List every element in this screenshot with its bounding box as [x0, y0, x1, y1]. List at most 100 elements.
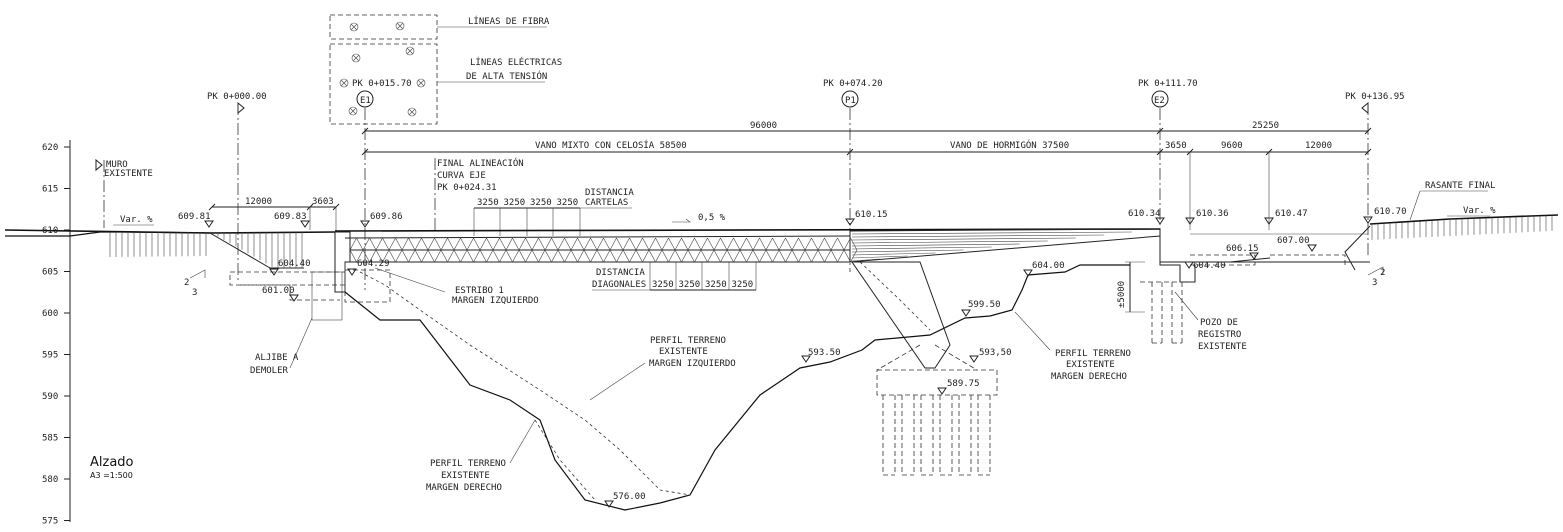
label-slope-right-b: 3 — [1372, 278, 1377, 288]
dimension-lines: 96000 25250 VANO MIXTO CON CELOSÍA 58500… — [208, 121, 1372, 312]
dim-concrete-span: VANO DE HORMIGÓN 37500 — [950, 139, 1069, 151]
level-59350a: 593.50 — [808, 348, 841, 358]
station-e1: PK 0+015.70 — [352, 79, 412, 89]
axis-tick-label: 580 — [42, 475, 58, 485]
dim-9600: 9600 — [1221, 141, 1243, 151]
level-57600: 576.00 — [613, 492, 646, 502]
label-diagonales-1: DISTANCIA — [596, 268, 645, 278]
view-scale: A3 =1:500 — [90, 471, 133, 480]
utility-legend: LÍNEAS DE FIBRA LÍNEAS ELÉCTRICAS DE ALT… — [329, 14, 562, 125]
label-perfil-izq-2: EXISTENTE — [659, 347, 708, 357]
legend-fibra: LÍNEAS DE FIBRA — [468, 15, 550, 27]
label-muro-2: EXISTENTE — [104, 169, 153, 179]
station-markers: PK 0+000.00 PK 0+015.70 E1 PK 0+074.20 P… — [95, 79, 1405, 290]
label-pozo-3: EXISTENTE — [1198, 342, 1247, 352]
axis-tick-label: 590 — [42, 392, 58, 402]
support-p1: P1 — [845, 96, 856, 106]
axis-tick-label: 615 — [42, 185, 58, 195]
axis-tick-label: 600 — [42, 309, 58, 319]
legend-electricas-1: LÍNEAS ELÉCTRICAS — [470, 56, 562, 68]
level-58975: 589.75 — [947, 379, 980, 389]
legend-electricas-2: DE ALTA TENSIÓN — [466, 70, 547, 82]
level-61036: 610.36 — [1196, 209, 1229, 219]
label-slope-left-b: 3 — [192, 288, 197, 298]
abutment-e1 — [334, 231, 351, 293]
dim-3650: 3650 — [1165, 141, 1187, 151]
label-pozo-1: POZO DE — [1200, 318, 1238, 328]
level-60700: 607.00 — [1277, 236, 1310, 246]
dim-3603: 3603 — [312, 197, 334, 207]
label-perfil-izq-1: PERFIL TERRENO — [650, 336, 726, 346]
axis-tick-label: 595 — [42, 351, 58, 361]
label-perfil-der-right-3: MARGEN DERECHO — [1051, 372, 1127, 382]
label-slope-right-a: 2 — [1380, 268, 1385, 278]
station-end: PK 0+136.95 — [1345, 92, 1405, 102]
dim-mixed-span: VANO MIXTO CON CELOSÍA 58500 — [535, 139, 687, 151]
station-pk0: PK 0+000.00 — [207, 92, 267, 102]
support-e2: E2 — [1154, 96, 1165, 106]
dim-end-span: 25250 — [1252, 121, 1279, 131]
dim-cartela: 3250 — [557, 198, 579, 208]
label-muro-1: MURO — [106, 160, 128, 170]
level-61034: 610.34 — [1128, 209, 1161, 219]
view-title: Alzado — [90, 455, 134, 470]
label-estribo-1: ESTRIBO 1 — [455, 286, 504, 296]
abutment-e2 — [1125, 236, 1196, 344]
axis-tick-label: 605 — [42, 268, 58, 278]
label-pozo-2: REGISTRO — [1198, 330, 1241, 340]
dim-diagonal: 3250 — [732, 280, 754, 290]
level-60440r: 604.40 — [1193, 261, 1226, 271]
dim-5000: ±5000 — [1117, 281, 1127, 308]
label-cartelas-2: CARTELAS — [585, 198, 628, 208]
level-60986: 609.86 — [370, 212, 403, 222]
label-perfil-der-mid-3: MARGEN DERECHO — [426, 483, 502, 493]
dim-diagonal: 3250 — [705, 280, 727, 290]
dim-cartela: 3250 — [477, 198, 499, 208]
dim-cartela: 3250 — [530, 198, 552, 208]
ground-profiles — [344, 257, 1271, 511]
dim-12000-right: 12000 — [1305, 141, 1332, 151]
pier-p1 — [851, 261, 998, 476]
label-perfil-der-right-1: PERFIL TERRENO — [1055, 349, 1131, 359]
label-diagonales-2: DIAGONALES — [592, 280, 646, 290]
label-final-3: PK 0+024.31 — [437, 183, 497, 193]
label-perfil-der-mid-2: EXISTENTE — [441, 471, 490, 481]
level-61047: 610.47 — [1275, 209, 1308, 219]
level-60440: 604.40 — [278, 259, 311, 269]
axis-tick-label: 575 — [42, 517, 58, 527]
axis-tick-label: 620 — [42, 143, 58, 153]
label-perfil-der-mid-1: PERFIL TERRENO — [430, 459, 506, 469]
level-60100: 601.00 — [262, 286, 295, 296]
annotations: 0,5 % Var. % Var. % RASANTE FINAL ESTRIB… — [113, 181, 1496, 493]
station-p1: PK 0+074.20 — [823, 79, 883, 89]
dim-total: 96000 — [750, 121, 777, 131]
label-var-right: Var. % — [1463, 206, 1496, 216]
level-60981: 609.81 — [178, 212, 211, 222]
dim-diagonal: 3250 — [679, 280, 701, 290]
label-perfil-izq-3: MARGEN IZQUIERDO — [649, 359, 736, 369]
label-aljibe-2: DEMOLER — [250, 366, 289, 376]
level-60429: 604.29 — [357, 259, 390, 269]
level-61070: 610.70 — [1374, 207, 1407, 217]
dim-cartela: 3250 — [504, 198, 526, 208]
label-aljibe-1: ALJIBE A — [255, 353, 299, 363]
dim-diagonal: 3250 — [652, 280, 674, 290]
label-final-2: CURVA EJE — [437, 171, 486, 181]
support-e1: E1 — [360, 96, 371, 106]
label-slope: 0,5 % — [698, 213, 726, 223]
label-rasante: RASANTE FINAL — [1425, 181, 1495, 191]
label-perfil-der-right-2: EXISTENTE — [1066, 360, 1115, 370]
level-61015: 610.15 — [855, 210, 888, 220]
axis-tick-label: 585 — [42, 434, 58, 444]
level-60983: 609.83 — [274, 212, 307, 222]
level-60615: 606.15 — [1226, 244, 1259, 254]
level-markers: 609.81 609.83 609.86 610.15 610.34 610.3… — [178, 207, 1407, 508]
label-final-1: FINAL ALINEACIÓN — [437, 157, 524, 169]
label-cartelas-1: DISTANCIA — [585, 188, 634, 198]
station-e2: PK 0+111.70 — [1138, 79, 1198, 89]
label-estribo-2: MARGEN IZQUIERDO — [452, 296, 539, 306]
label-slope-left-a: 2 — [184, 278, 189, 288]
dim-12000-left: 12000 — [245, 197, 272, 207]
